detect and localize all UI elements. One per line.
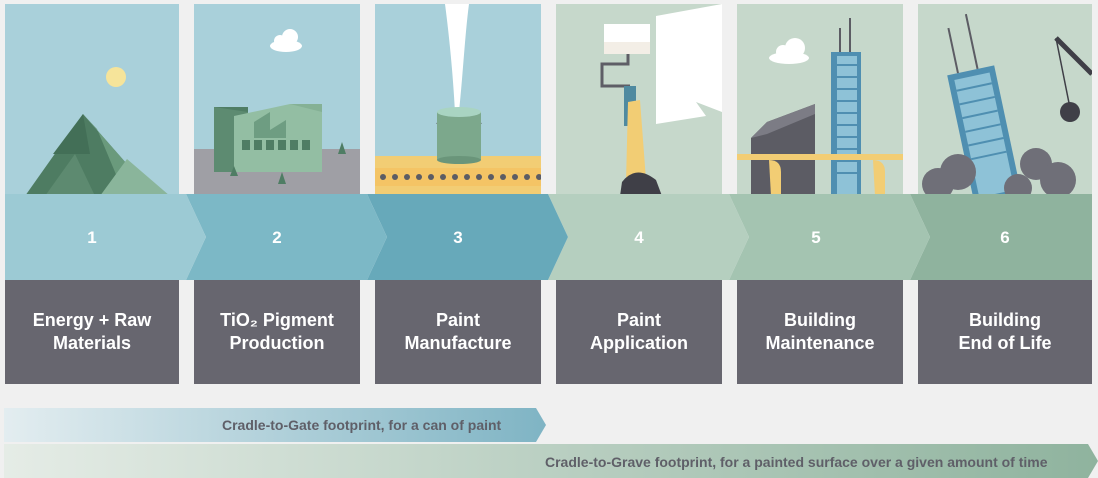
stage-label-line: Maintenance [765, 333, 875, 353]
step-number-1: 1 [87, 228, 97, 247]
stage-label-line: Production [229, 333, 325, 353]
stage-label-line: Materials [52, 333, 132, 353]
illustration-paint-application [556, 4, 722, 196]
step-arrow-3 [367, 194, 568, 280]
illustration-raw-materials [5, 4, 179, 196]
stage-label-line: Building [969, 310, 1041, 330]
paint-roller-icon [600, 24, 650, 126]
step-number-6: 6 [1000, 228, 1010, 247]
step-arrow-2 [186, 194, 387, 280]
step-arrow-5 [729, 194, 930, 280]
step-number-3: 3 [453, 228, 463, 247]
stage-label-line: Paint [435, 310, 480, 330]
cloud-icon [769, 38, 809, 64]
step-arrow-1 [5, 194, 206, 280]
step-number-4: 4 [634, 228, 644, 247]
paint-can-icon [436, 107, 482, 164]
stage-label-line: End of Life [958, 333, 1052, 353]
stage-label-line: TiO₂ Pigment [220, 310, 334, 330]
cradle-to-gate-bar [4, 408, 546, 442]
cloud-icon [270, 29, 302, 52]
stage-label-line: Energy + Raw [32, 310, 152, 330]
stage-label-line: Building [784, 310, 856, 330]
step-arrows [5, 194, 1092, 280]
step-arrow-6 [910, 194, 1092, 280]
step-arrow-4 [548, 194, 749, 280]
cradle-to-grave-bar [4, 444, 1098, 478]
step-number-2: 2 [272, 228, 282, 247]
illustration-pigment-factory [194, 4, 360, 196]
crane-icon [1054, 36, 1092, 122]
stage-label-line: Paint [616, 310, 661, 330]
illustration-paint-factory [375, 4, 541, 196]
illustration-building-maintenance [737, 4, 903, 196]
illustration-building-end-of-life [918, 4, 1092, 196]
cradle-to-gate-label: Cradle-to-Gate footprint, for a can of p… [222, 417, 502, 433]
step-number-5: 5 [811, 228, 821, 247]
cradle-to-grave-label: Cradle-to-Grave footprint, for a painted… [545, 454, 1048, 470]
stage-label-line: Application [590, 333, 688, 353]
stage-label-line: Manufacture [404, 333, 512, 353]
sun-icon [106, 67, 126, 87]
